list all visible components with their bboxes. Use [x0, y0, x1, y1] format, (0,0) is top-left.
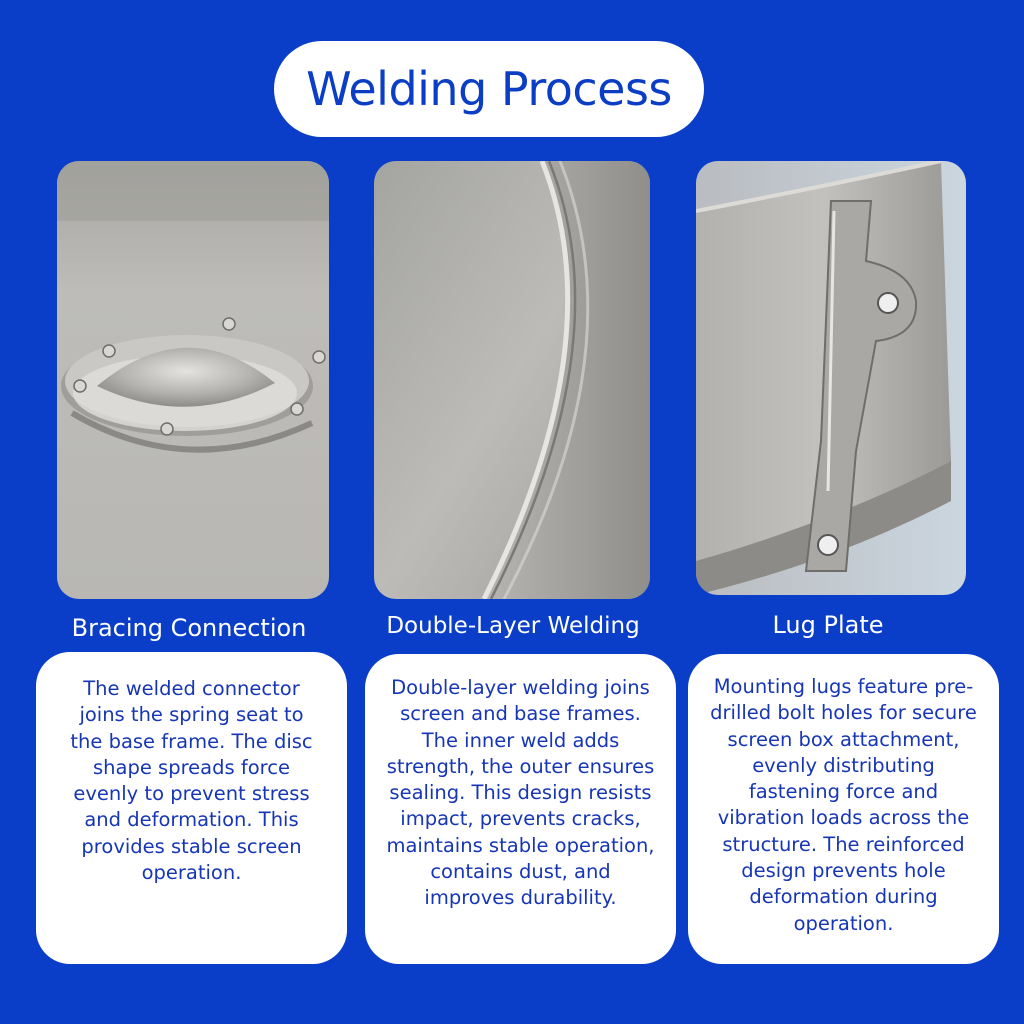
- bracing-connection-photo: [57, 161, 329, 599]
- title-pill: Welding Process: [274, 41, 704, 137]
- double-layer-welding-photo: [374, 161, 650, 599]
- lug-plate-photo: [696, 161, 966, 595]
- description-text: Mounting lugs feature pre-drilled bolt h…: [710, 675, 977, 935]
- section-caption: Bracing Connection: [71, 614, 307, 642]
- description-text: Double-layer welding joins screen and ba…: [386, 676, 655, 910]
- description-text: The welded connector joins the spring se…: [70, 677, 313, 885]
- description-card: The welded connector joins the spring se…: [36, 652, 347, 964]
- section-caption: Double-Layer Welding: [386, 613, 640, 639]
- description-card: Double-layer welding joins screen and ba…: [365, 654, 676, 964]
- section-caption: Lug Plate: [772, 611, 884, 639]
- page-title: Welding Process: [306, 62, 672, 116]
- description-card: Mounting lugs feature pre-drilled bolt h…: [688, 654, 999, 964]
